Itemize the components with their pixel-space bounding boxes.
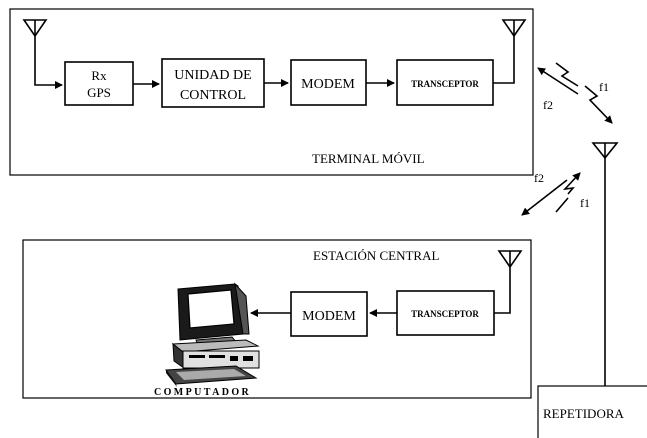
terminal-movil-title: TERMINAL MÓVIL (312, 151, 425, 166)
central-antenna-icon (499, 251, 521, 267)
terminal-modem-label: MODEM (301, 77, 355, 92)
repetidora-label: REPETIDORA (543, 406, 625, 421)
central-transceptor-label: TRANSCEPTOR (411, 309, 479, 319)
lower-f1-label: f1 (580, 196, 590, 210)
computer-icon (166, 284, 259, 387)
unidad-control-label-2: CONTROL (180, 88, 246, 103)
estacion-central-title: ESTACIÓN CENTRAL (313, 248, 439, 263)
rx-gps-label-1: Rx (91, 68, 107, 83)
transceptor-to-antenna-line (493, 36, 514, 83)
antenna-to-rx-arrow (35, 36, 62, 85)
rx-gps-label-2: GPS (87, 85, 111, 100)
terminal-left-antenna-icon (24, 20, 46, 36)
terminal-transceptor-label: TRANSCEPTOR (411, 79, 479, 89)
upper-f2-label: f2 (543, 98, 553, 112)
repeater-antenna-icon (593, 143, 617, 158)
lower-radio-link (522, 173, 580, 215)
unidad-control-label-1: UNIDAD DE (174, 68, 251, 83)
lower-f2-label: f2 (534, 171, 544, 185)
computador-label: COMPUTADOR (154, 387, 251, 398)
central-antenna-to-transceptor-line (494, 267, 510, 313)
central-modem-label: MODEM (302, 309, 356, 324)
terminal-right-antenna-icon (503, 20, 525, 36)
upper-f1-label: f1 (599, 80, 609, 94)
